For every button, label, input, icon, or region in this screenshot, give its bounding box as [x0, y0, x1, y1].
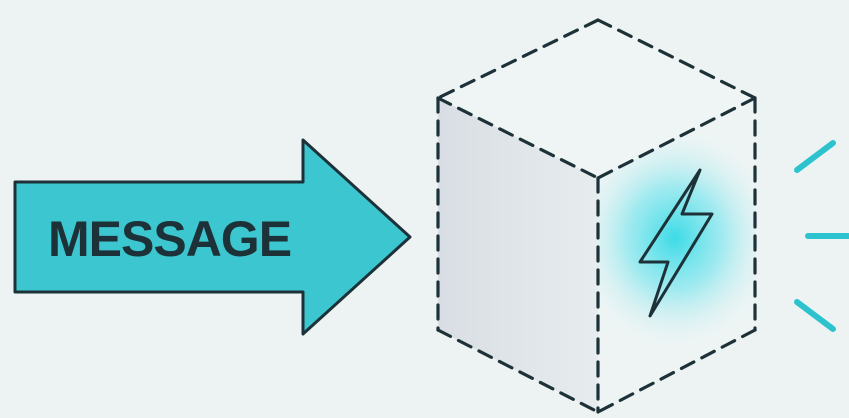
message-arrow: MESSAGE: [15, 140, 410, 334]
emission-line-bottom: [797, 302, 833, 329]
function-cube: [438, 20, 780, 412]
message-arrow-label: MESSAGE: [48, 211, 291, 267]
emission-line-top: [797, 143, 833, 170]
emission-lines: [797, 143, 848, 329]
